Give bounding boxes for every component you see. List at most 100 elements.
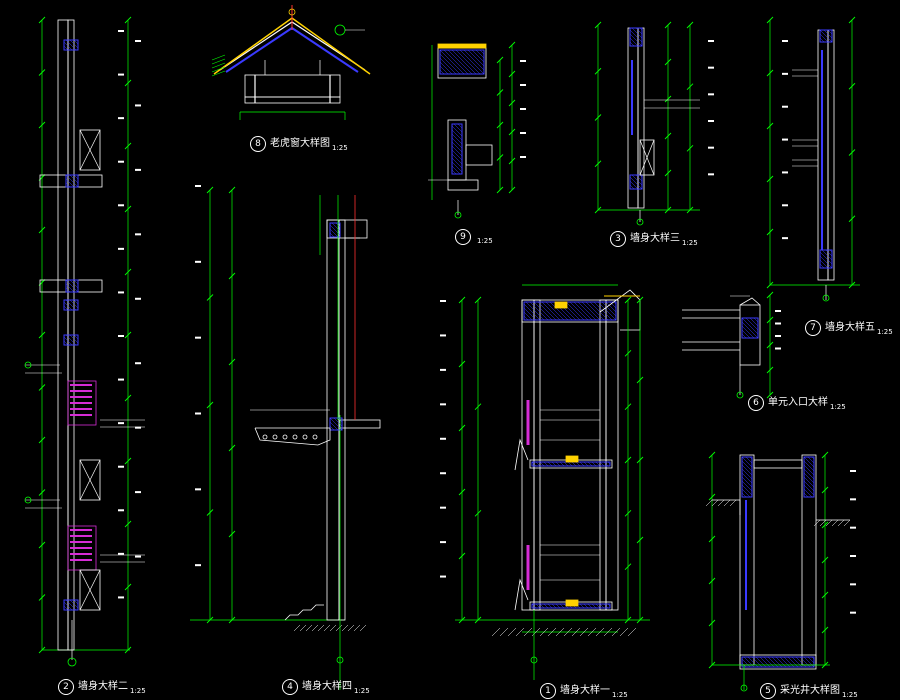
cad-line [463,49,485,71]
cad-rect [523,301,617,321]
cad-line [63,336,73,346]
cad-line [664,95,672,103]
dim-label-mark [118,596,124,599]
dim-label-mark [118,204,124,207]
dim-label-mark [135,362,141,365]
cad-line [766,228,774,236]
dim-label-mark [195,336,201,339]
dim-label-mark [850,611,856,614]
cad-line [567,461,573,467]
cad-line [523,627,533,637]
dim-label-mark [440,575,446,578]
cad-line [65,599,77,611]
cad-rect [447,179,479,191]
wall-section-2 [24,16,145,667]
cad-line [829,249,833,253]
wall-section-4 [190,185,381,690]
cad-circle [822,294,830,302]
cad-line [807,456,815,464]
cad-line [745,456,753,464]
dim-label-mark [118,30,124,32]
cad-line [451,153,463,165]
cad-line [69,299,79,309]
cad-line [551,461,557,467]
cad-line [639,27,643,31]
cad-line [451,165,461,175]
cad-line [65,182,71,188]
dim-label-mark [118,73,124,76]
dim-label-mark [782,237,788,240]
cad-line [631,27,643,39]
cad-line [803,460,815,472]
cad-circle [24,496,32,504]
cad-rect [819,249,833,269]
cad-line [629,37,639,47]
wall-section-7 [766,16,860,302]
cad-line [741,317,759,335]
cad-line [599,461,605,467]
cad-line [819,251,833,265]
cad-line [439,57,457,75]
cad-line [329,224,341,236]
cad-line [813,519,821,527]
cad-circle [454,211,462,219]
dim-label-mark [135,168,141,171]
cad-rect [63,599,79,611]
cad-line [228,186,236,194]
cad-line [627,627,637,637]
cad-polyline [739,297,761,306]
cad-line [639,139,655,176]
cad-line [453,123,463,133]
cad-line [821,591,829,599]
cad-line [533,301,553,321]
cad-line [803,656,815,668]
cad-line [65,283,75,293]
cad-line [73,174,79,180]
cad-rect [739,654,817,670]
cad-line [228,444,236,452]
dim-label-mark [135,233,141,236]
dim-label-mark [118,378,124,381]
cad-circle [736,391,744,399]
cad-line [749,456,753,460]
cad-line [496,154,504,161]
dim-label-mark [118,247,124,250]
cad-line [795,656,807,668]
cad-line [708,451,716,459]
cad-line [595,627,605,637]
dim-label-mark [850,470,856,472]
cad-line [206,186,214,194]
cad-line [587,603,593,609]
cad-line [124,79,132,87]
cad-line [65,299,77,311]
dim-label-mark [440,506,446,509]
cad-circle [67,657,77,667]
cad-line [595,603,601,609]
cad-line [583,603,589,609]
cad-line [819,37,825,43]
dim-label-mark [440,472,446,475]
cad-line [624,350,632,357]
cad-line [631,174,643,186]
cad-rect [67,380,97,426]
cad-line [331,222,341,232]
cad-line [65,174,79,188]
cad-line [79,459,101,501]
cad-line [624,510,632,517]
cad-rect [533,299,541,611]
cad-line [458,296,466,304]
cad-line [299,624,307,632]
cad-line [211,66,226,73]
dim-label-mark [135,297,141,300]
cad-rect [244,74,341,98]
cad-line [629,41,635,47]
cad-line [508,99,516,107]
cad-line [65,39,77,51]
cad-circle [740,684,748,692]
cad-line [819,519,827,527]
cad-line [38,331,46,339]
